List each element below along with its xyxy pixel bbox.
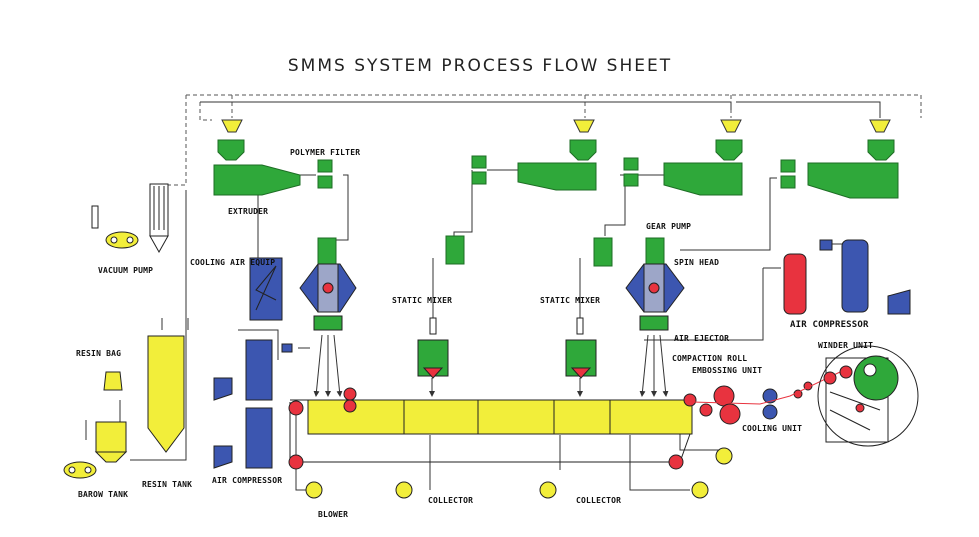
vacuum-pump-shape	[91, 183, 169, 254]
static-mixer-1-label: STATIC MIXER	[392, 296, 453, 305]
barow-tank-label: BAROW TANK	[78, 490, 129, 499]
compaction-roll-label: COMPACTION ROLL	[672, 354, 748, 363]
polymer-filters	[317, 155, 796, 189]
winder-unit-shape	[817, 345, 919, 447]
vacuum-pump-label: VACUUM PUMP	[98, 266, 154, 275]
cooling-unit-label: COOLING UNIT	[742, 424, 803, 433]
hoppers	[221, 119, 891, 133]
air-compressor-right-label: AIR COMPRESSOR	[790, 320, 869, 330]
air-ejector-label: AIR EJECTOR	[674, 334, 730, 343]
resin-system	[63, 335, 185, 479]
resin-bag-label: RESIN BAG	[76, 349, 122, 358]
collector-2-label: COLLECTOR	[576, 496, 622, 505]
left-air-compressor	[213, 339, 293, 469]
resin-tank-label: RESIN TANK	[142, 480, 193, 489]
extruder-label: EXTRUDER	[228, 207, 269, 216]
embossing-unit-label: EMBOSSING UNIT	[692, 366, 763, 375]
winder-unit-label: WINDER UNIT	[818, 341, 874, 350]
blower-label: BLOWER	[318, 510, 349, 519]
spin-heads	[299, 263, 685, 331]
rolls	[691, 371, 841, 425]
vacuum-lines	[168, 94, 922, 186]
static-mixers	[417, 317, 597, 379]
spin-head-label: SPIN HEAD	[674, 258, 720, 267]
cooling-air-equip-shape	[249, 257, 283, 321]
extruders	[213, 139, 899, 199]
cooling-air-equip-label: COOLING AIR EQUIP	[190, 258, 276, 267]
right-air-compressor	[783, 239, 911, 315]
collector-1-label: COLLECTOR	[428, 496, 474, 505]
diagram-title: SMMS SYSTEM PROCESS FLOW SHEET	[287, 56, 673, 76]
collector-belt	[288, 387, 697, 470]
polymer-filter-label: POLYMER FILTER	[290, 148, 361, 157]
gear-pump-label: GEAR PUMP	[646, 222, 692, 231]
blowers	[305, 447, 733, 499]
fiber-streams	[313, 334, 669, 397]
air-compressor-left-label: AIR COMPRESSOR	[212, 476, 283, 485]
gear-pumps	[317, 235, 665, 267]
static-mixer-2-label: STATIC MIXER	[540, 296, 601, 305]
